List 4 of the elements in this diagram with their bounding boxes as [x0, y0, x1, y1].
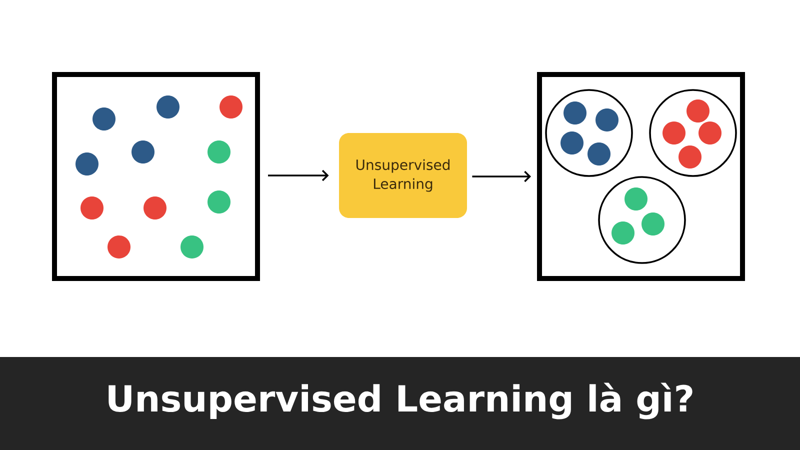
process-box: Unsupervised Learning — [339, 133, 467, 218]
arrow — [268, 170, 329, 182]
arrow — [472, 170, 531, 182]
title-banner: Unsupervised Learning là gì? — [0, 357, 800, 450]
